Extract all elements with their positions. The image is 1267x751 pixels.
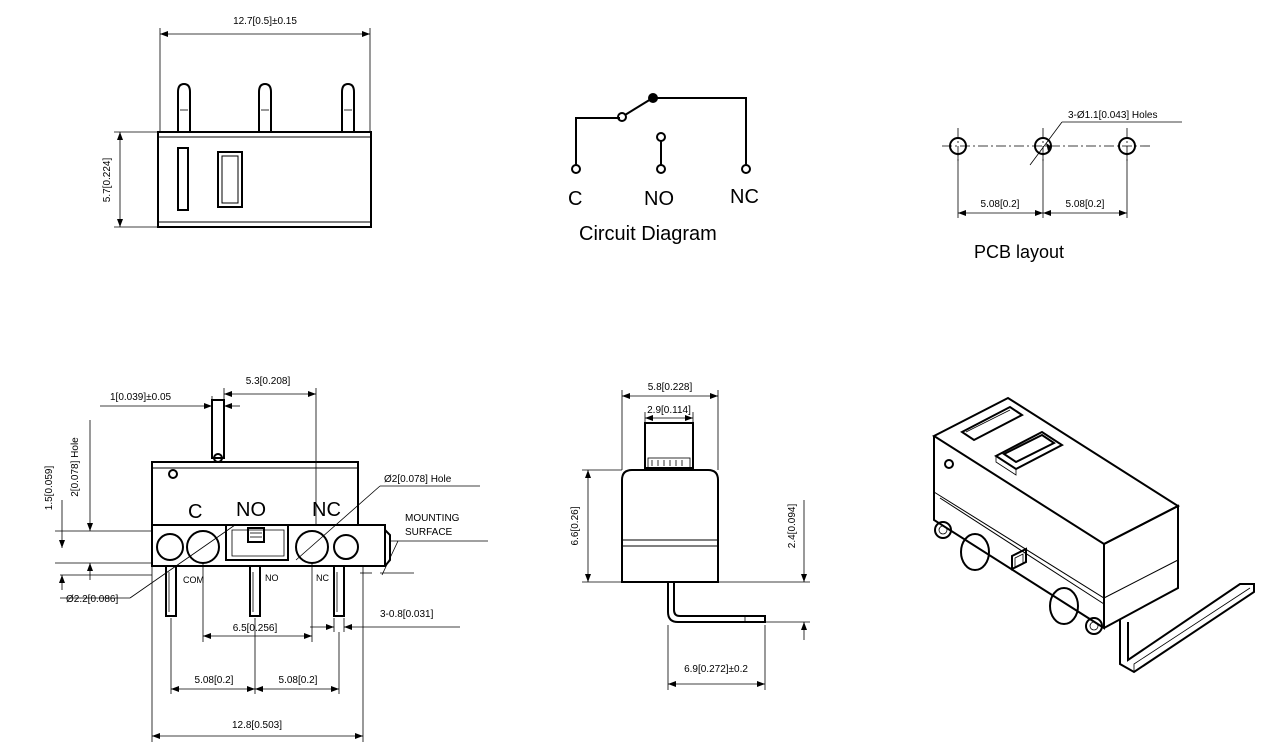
circuit-label-nc: NC	[730, 186, 759, 208]
pin-label-no: NO	[265, 573, 279, 583]
dim-lever-drop: 2.4[0.094]	[787, 504, 798, 549]
pcb-pitch-right: 5.08[0.2]	[1066, 199, 1105, 210]
dim-pitch-right: 5.08[0.2]	[279, 675, 318, 686]
top-width-dim: 12.7[0.5]±0.15	[233, 16, 297, 27]
top-height-dim: 5.7[0.224]	[102, 158, 113, 203]
top-view: 12.7[0.5]±0.15 5.7[0.224]	[102, 16, 372, 228]
isometric-view	[931, 396, 1255, 674]
dim-hole-right: Ø2[0.078] Hole	[384, 474, 452, 485]
dim-width: 5.8[0.228]	[648, 382, 693, 393]
pin-label-com: COM	[183, 575, 204, 585]
dim-pin-width: 3-0.8[0.031]	[380, 609, 434, 620]
circuit-label-no: NO	[644, 188, 674, 210]
dim-lever-pos: 5.3[0.208]	[246, 376, 291, 387]
dim-lever-offset: 1[0.039]±0.05	[110, 392, 172, 403]
circuit-label-c: C	[568, 188, 582, 210]
dim-hole-left: Ø2.2[0.086]	[66, 594, 118, 605]
front-label-nc: NC	[312, 499, 341, 521]
dim-height: 6.6[0.26]	[570, 506, 581, 545]
front-view: C NO NC COM NO NC 1[0.039]±0.05 5.3[0.20…	[44, 376, 488, 742]
pcb-pitch-left: 5.08[0.2]	[981, 199, 1020, 210]
circuit-title: Circuit Diagram	[579, 223, 717, 245]
pcb-title: PCB layout	[974, 242, 1064, 262]
dim-button: 2.9[0.114]	[647, 405, 691, 416]
pcb-layout: 3-Ø1.1[0.043] Holes 5.08[0.2] 5.08[0.2] …	[942, 110, 1182, 262]
dim-hole-v: 2[0.078] Hole	[70, 437, 81, 497]
front-label-c: C	[188, 501, 202, 523]
dim-pin-top: 1.5[0.059]	[44, 466, 55, 511]
dim-lever-len: 6.9[0.272]±0.2	[684, 664, 748, 675]
top-pins	[177, 82, 355, 132]
pin-label-nc: NC	[316, 573, 329, 583]
mounting-line1: MOUNTING	[405, 513, 460, 524]
dim-total: 12.8[0.503]	[232, 720, 282, 731]
dim-pitch-left: 5.08[0.2]	[195, 675, 234, 686]
circuit-diagram: C NO NC Circuit Diagram	[568, 93, 759, 245]
front-label-no: NO	[236, 499, 266, 521]
pcb-holes-note: 3-Ø1.1[0.043] Holes	[1068, 110, 1158, 121]
side-view: 5.8[0.228] 2.9[0.114] 6.6[0.26] 2.4[0.09…	[570, 382, 810, 690]
mounting-line2: SURFACE	[405, 527, 453, 538]
